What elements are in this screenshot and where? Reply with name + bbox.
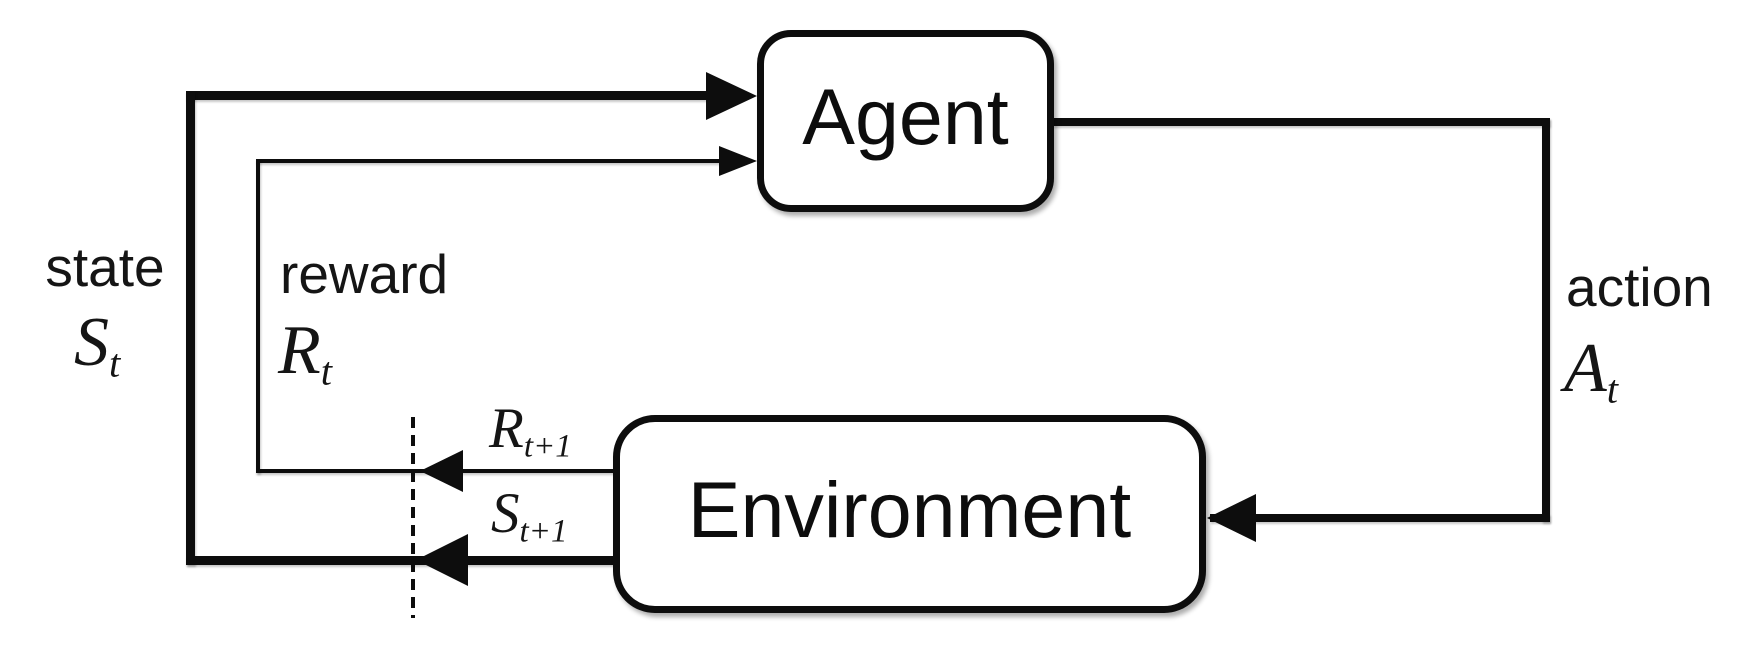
next-reward-arrowhead-icon xyxy=(420,450,463,492)
action-line-right xyxy=(1542,118,1550,522)
reward-symbol-base: R xyxy=(278,312,321,389)
state-line-bottom xyxy=(186,556,616,565)
reward-word-label: reward xyxy=(280,243,449,305)
next-reward-symbol-label: Rt+1 xyxy=(489,400,572,463)
environment-node-label: Environment xyxy=(687,465,1132,554)
next-state-arrowhead-icon xyxy=(416,534,468,586)
state-into-agent-arrowhead-icon xyxy=(706,72,757,120)
action-symbol-subscript: t xyxy=(1606,366,1619,412)
state-symbol-label: St xyxy=(74,308,120,384)
next-state-symbol-label: St+1 xyxy=(491,485,568,548)
next-state-symbol-base: S xyxy=(491,482,520,545)
reward-symbol-subscript: t xyxy=(320,348,333,394)
state-symbol-base: S xyxy=(74,304,109,381)
state-line-top xyxy=(186,91,708,100)
action-line-top xyxy=(1053,118,1550,126)
reward-symbol-label: Rt xyxy=(278,316,332,392)
reward-line-top xyxy=(256,159,722,163)
reward-line-left xyxy=(256,159,260,473)
next-state-symbol-subscript: t+1 xyxy=(519,513,568,550)
action-into-environment-arrowhead-icon xyxy=(1207,494,1256,542)
state-symbol-subscript: t xyxy=(109,340,121,386)
next-reward-symbol-base: R xyxy=(489,397,524,460)
state-line-left xyxy=(186,91,195,565)
action-line-bottom xyxy=(1210,514,1550,522)
agent-node-label: Agent xyxy=(802,72,1009,161)
environment-node: Environment xyxy=(613,415,1206,613)
state-word-label: state xyxy=(45,236,165,298)
time-step-boundary-dashed-line xyxy=(411,417,415,618)
action-symbol-base: A xyxy=(1564,330,1607,407)
next-reward-symbol-subscript: t+1 xyxy=(523,428,572,465)
action-word-label: action xyxy=(1566,256,1713,318)
agent-node: Agent xyxy=(757,30,1054,212)
action-symbol-label: At xyxy=(1564,334,1618,410)
reward-into-agent-arrowhead-icon xyxy=(719,146,757,176)
